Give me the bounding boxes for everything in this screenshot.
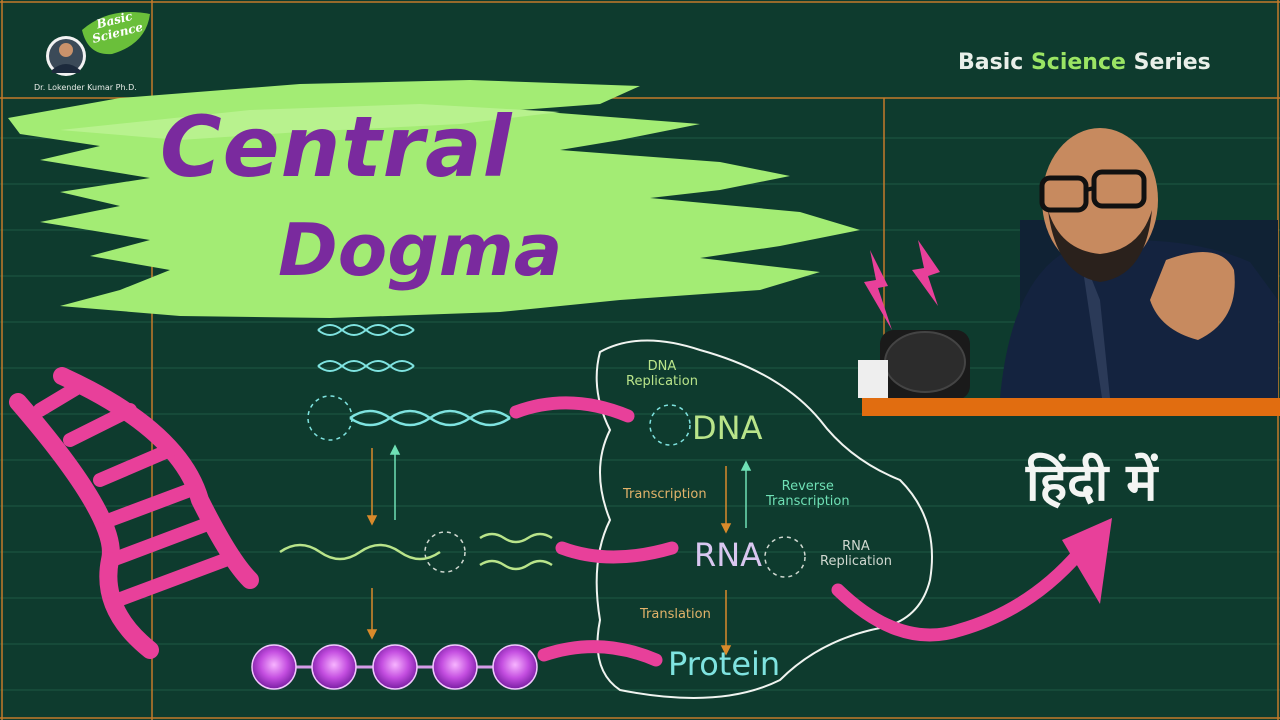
label-translation: Translation <box>640 607 711 622</box>
protein-beads <box>251 644 538 690</box>
hero-title-line1: Central <box>160 98 513 196</box>
label-rna: RNA <box>694 536 763 574</box>
label-dna: DNA <box>692 409 763 447</box>
label-transcription: Transcription <box>623 487 707 502</box>
author-name: Dr. Lokender Kumar Ph.D. <box>34 83 137 92</box>
language-label: हिंदी में <box>1026 453 1158 513</box>
series-title: Basic Science Series <box>958 50 1211 75</box>
label-protein: Protein <box>668 645 781 683</box>
presenter-underline-bar <box>862 398 1280 416</box>
hero-title-line2: Dogma <box>278 208 563 292</box>
series-title-part3: Series <box>1125 50 1211 75</box>
series-title-part1: Basic <box>958 50 1031 75</box>
series-title-accent: Science <box>1030 50 1126 75</box>
